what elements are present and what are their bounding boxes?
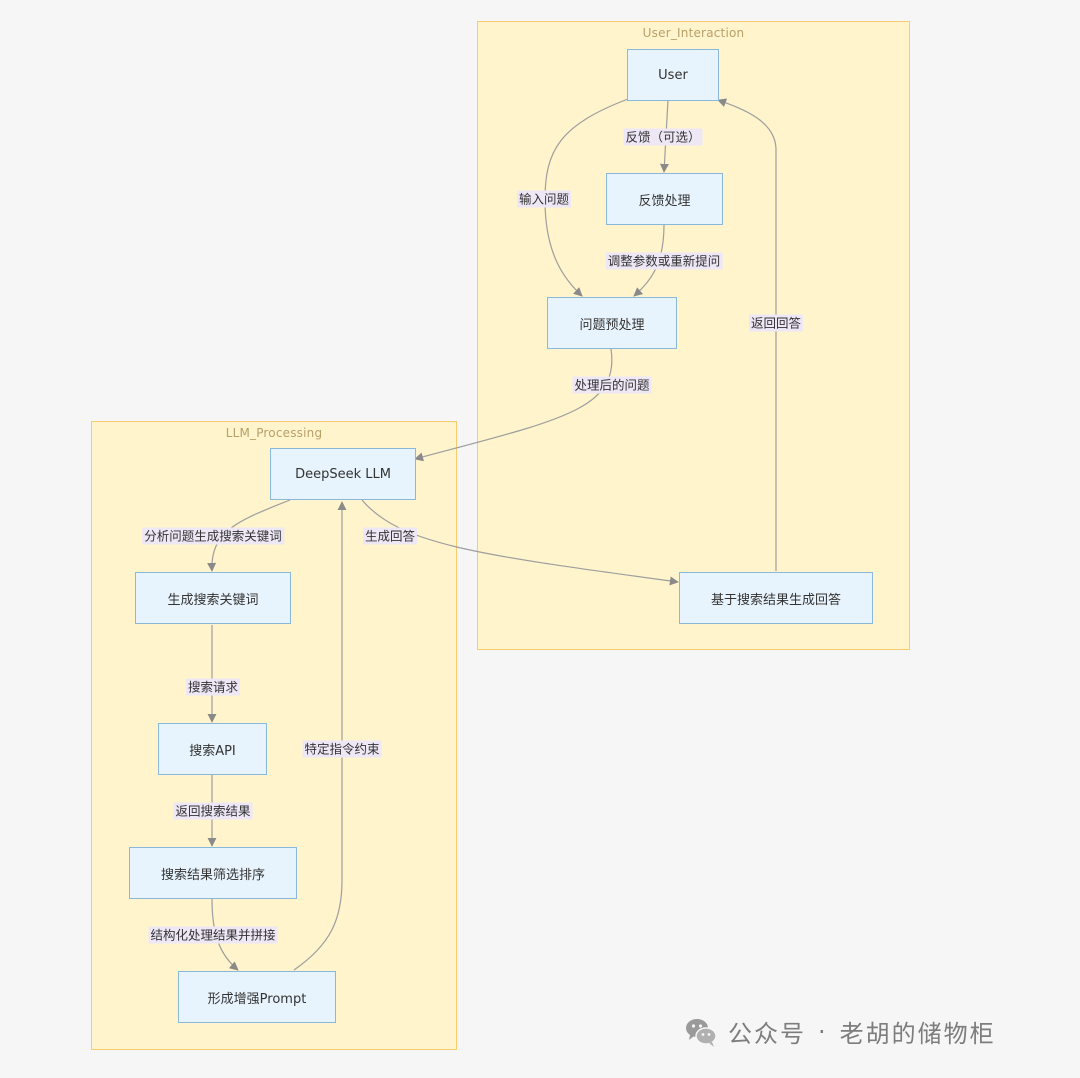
- node-generate-keywords: 生成搜索关键词: [135, 572, 291, 624]
- node-question-preprocessing: 问题预处理: [547, 297, 677, 349]
- edge-label-generate-answer: 生成回答: [362, 527, 418, 545]
- node-enhanced-prompt: 形成增强Prompt: [178, 971, 336, 1023]
- edge-label-analyze-question: 分析问题生成搜索关键词: [142, 527, 284, 545]
- node-answer-from-results: 基于搜索结果生成回答: [679, 572, 873, 624]
- edge-label-adjust-params: 调整参数或重新提问: [605, 252, 723, 270]
- edge-label-return-answer: 返回回答: [748, 314, 804, 332]
- cluster-user-interaction-title: User_Interaction: [642, 26, 745, 40]
- node-user: User: [627, 49, 719, 101]
- edge-feedback-to-preprocess: [633, 224, 665, 297]
- edge-label-instruction-constraint: 特定指令约束: [302, 740, 382, 758]
- node-deepseek-llm: DeepSeek LLM: [270, 448, 416, 500]
- edge-label-search-request: 搜索请求: [185, 678, 241, 696]
- watermark-account-label: 公众号: [728, 1020, 806, 1048]
- watermark-separator: ·: [818, 1017, 828, 1046]
- edge-label-input-question: 输入问题: [516, 190, 572, 208]
- edge-label-return-results: 返回搜索结果: [173, 802, 253, 820]
- edge-answer-to-user: [717, 98, 777, 572]
- watermark-account-name: 老胡的储物柜: [839, 1020, 996, 1048]
- cluster-llm-processing-title: LLM_Processing: [225, 426, 323, 440]
- node-feedback-processing: 反馈处理: [606, 173, 723, 225]
- watermark: 公众号 · 老胡的储物柜: [684, 1014, 996, 1049]
- node-search-api: 搜索API: [158, 723, 267, 775]
- wechat-icon: [686, 1018, 717, 1047]
- edge-prompt-to-llm: [293, 501, 347, 971]
- edge-llm-to-answer: [361, 499, 679, 586]
- edge-label-processed-question: 处理后的问题: [572, 376, 652, 394]
- edge-label-feedback-optional: 反馈（可选）: [623, 128, 703, 146]
- node-result-filter: 搜索结果筛选排序: [129, 847, 297, 899]
- edge-preprocess-to-llm: [414, 348, 613, 462]
- edge-label-structure-results: 结构化处理结果并拼接: [148, 926, 278, 944]
